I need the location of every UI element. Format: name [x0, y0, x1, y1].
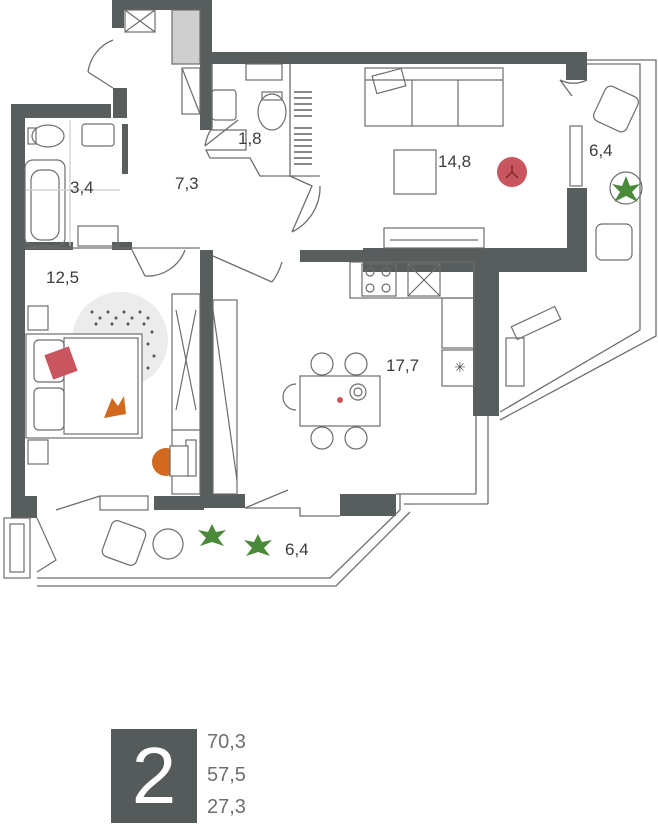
extractor-icon: ✳ — [454, 360, 466, 376]
plant-icon — [612, 176, 640, 202]
desk — [152, 445, 189, 477]
living-area: 57,5 — [207, 764, 246, 786]
radiator — [294, 91, 312, 165]
room-area-kitchen: 17,7 — [386, 356, 420, 375]
table-decor — [337, 397, 343, 403]
bathroom-fixtures — [24, 120, 120, 247]
rug-dots — [90, 310, 156, 370]
total-area: 70,3 — [207, 731, 246, 753]
corridor-fixtures — [124, 9, 201, 115]
room-area-bedroom: 12,5 — [46, 268, 80, 287]
kitchen-area: 27,3 — [207, 796, 246, 818]
room-area-corridor: 7,3 — [175, 174, 199, 193]
room-area-balcony-right: 6,4 — [589, 141, 613, 160]
room-area-balcony-bottom: 6,4 — [285, 540, 309, 559]
bottom-balcony-furniture — [3, 495, 184, 579]
living-room-furniture — [364, 67, 504, 249]
rooms-count-badge: 2 — [111, 729, 197, 823]
room-area-bathroom: 3,4 — [70, 178, 94, 197]
room-area-wc: 1,8 — [238, 129, 262, 148]
walls — [11, 0, 587, 518]
floor-plan: ✳ — [3, 0, 657, 587]
plant-icon-bottom — [198, 524, 272, 556]
kitchen-furniture — [282, 261, 562, 450]
pillow-accent — [44, 346, 78, 380]
wc-fixtures — [211, 63, 312, 165]
cat-icon — [104, 396, 126, 418]
floor-lamp-mark — [505, 165, 519, 179]
right-balcony-furniture — [569, 85, 643, 261]
doors — [55, 39, 588, 511]
room-area-living-room: 14,8 — [438, 152, 472, 171]
partition-lines — [25, 59, 657, 587]
